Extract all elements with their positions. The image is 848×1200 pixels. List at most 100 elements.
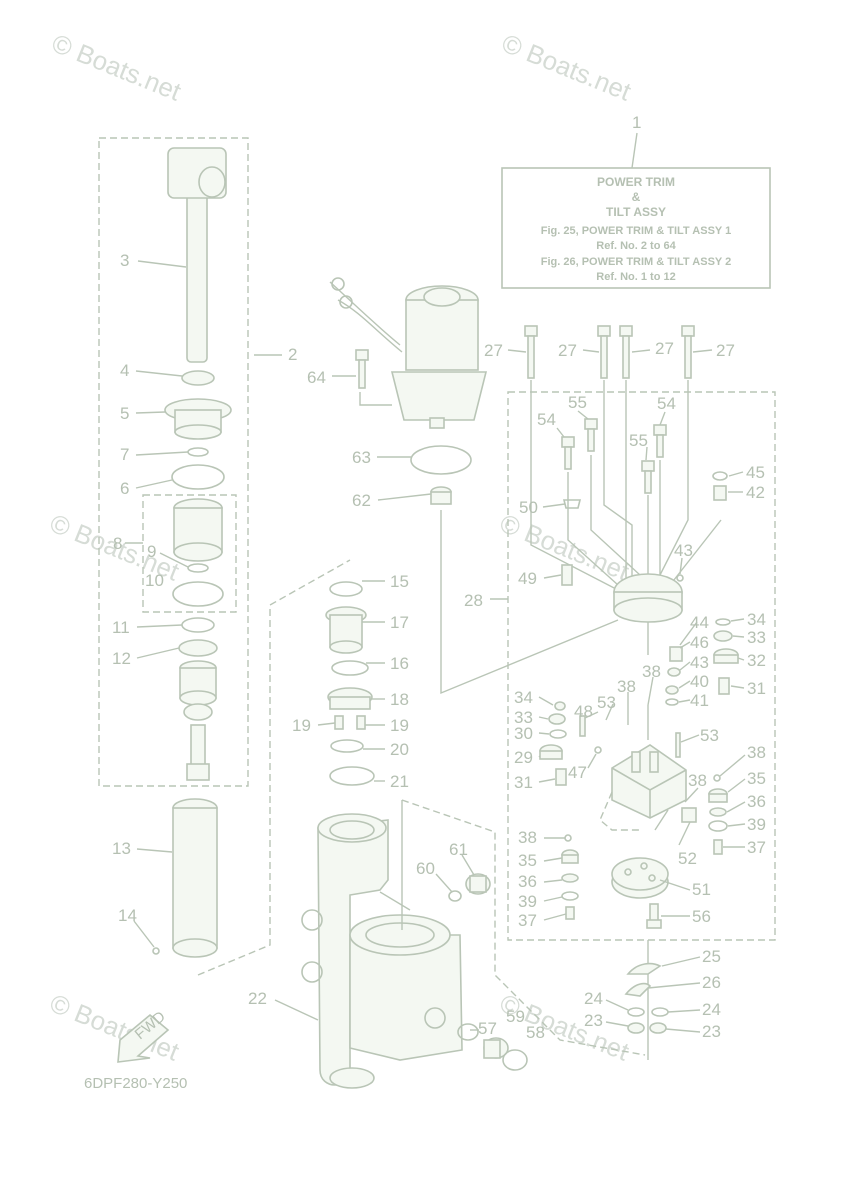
assy-title-box [501, 167, 771, 289]
callout: 53 [597, 693, 616, 712]
callout: 31 [747, 679, 766, 698]
callout: 54 [537, 410, 556, 429]
spool-base [327, 687, 373, 710]
o-ring [561, 891, 579, 901]
bolt [641, 460, 655, 494]
callout: 8 [113, 534, 122, 553]
screw [646, 903, 662, 929]
callout: 37 [747, 838, 766, 857]
callout: 17 [390, 613, 409, 632]
callout: 2 [288, 345, 297, 364]
spring [713, 839, 723, 855]
callout-numbers: 2 3 4 5 7 6 8 9 10 11 12 13 14 15 17 16 … [112, 251, 766, 1042]
valve-plate [611, 857, 669, 899]
spring [334, 715, 344, 730]
washer [649, 1022, 667, 1034]
callout: 32 [747, 651, 766, 670]
valve-seat [539, 744, 563, 760]
washer [667, 667, 681, 677]
callout: 31 [514, 773, 533, 792]
o-ring [549, 729, 567, 739]
bolt [597, 325, 611, 379]
valve-body [611, 744, 687, 819]
callout: 45 [746, 463, 765, 482]
callout: 39 [518, 892, 537, 911]
washer [627, 1022, 645, 1034]
callout: 39 [747, 815, 766, 834]
o-ring [448, 890, 462, 902]
callout: 40 [690, 672, 709, 691]
callout: 27 [655, 339, 674, 358]
spring [356, 715, 366, 730]
washer [548, 713, 566, 725]
callout: 38 [617, 677, 636, 696]
callout: 19 [390, 716, 409, 735]
callout: 5 [120, 404, 129, 423]
washer [713, 630, 733, 642]
valve-plug [483, 1037, 509, 1059]
pin [152, 947, 160, 955]
callout: 49 [518, 569, 537, 588]
callout: 38 [642, 662, 661, 681]
callout: 7 [120, 445, 129, 464]
callout: 35 [747, 769, 766, 788]
callout: 41 [690, 691, 709, 710]
o-ring [715, 618, 731, 626]
callout: 52 [678, 849, 697, 868]
pin [579, 715, 586, 737]
valve-spool [325, 606, 367, 654]
o-ring [329, 581, 363, 597]
snap-ring [502, 1049, 528, 1071]
callout: 36 [747, 792, 766, 811]
pin [675, 732, 681, 758]
callout: 16 [390, 654, 409, 673]
assy-title-line: TILT ASSY [606, 205, 666, 219]
callout: 50 [519, 498, 538, 517]
watermark: © Boats.net [498, 28, 636, 107]
callout: 29 [514, 748, 533, 767]
leader-lines [125, 260, 746, 1033]
callout: 63 [352, 448, 371, 467]
o-ring [627, 1007, 645, 1017]
bolt [355, 349, 369, 389]
circlip [329, 766, 375, 786]
callout: 19 [292, 716, 311, 735]
washer [561, 873, 579, 883]
free-piston [179, 660, 217, 781]
callout: 53 [700, 726, 719, 745]
o-ring [410, 445, 472, 475]
callout: 25 [702, 947, 721, 966]
ball [676, 574, 684, 582]
callout: 61 [449, 840, 468, 859]
clip [624, 982, 652, 997]
callout: 34 [747, 610, 766, 629]
washer [712, 471, 728, 481]
assy-fig-ref: Ref. No. 2 to 64 [596, 240, 676, 252]
filter [562, 499, 582, 509]
callout: 28 [464, 591, 483, 610]
ball [713, 774, 721, 782]
callout: 48 [574, 702, 593, 721]
watermark: © Boats.net [496, 988, 634, 1067]
callout: 11 [112, 618, 130, 637]
callout: 56 [692, 907, 711, 926]
ball [564, 834, 572, 842]
callout: 13 [112, 839, 131, 858]
callout: 20 [390, 740, 409, 759]
callout: 27 [558, 341, 577, 360]
callout: 43 [674, 541, 693, 560]
callout: 34 [514, 688, 533, 707]
callout: 57 [478, 1019, 497, 1038]
o-ring [651, 1007, 669, 1017]
callout: 10 [145, 571, 164, 590]
assy-fig-ref: Ref. No. 1 to 12 [596, 271, 675, 283]
callout: 55 [629, 431, 648, 450]
o-ring [187, 563, 209, 573]
callout: 60 [416, 859, 435, 878]
watermark: © Boats.net [48, 28, 186, 107]
spring [718, 677, 730, 695]
callout: 33 [747, 628, 766, 647]
callout: 58 [526, 1023, 545, 1042]
callout: 9 [147, 542, 156, 561]
